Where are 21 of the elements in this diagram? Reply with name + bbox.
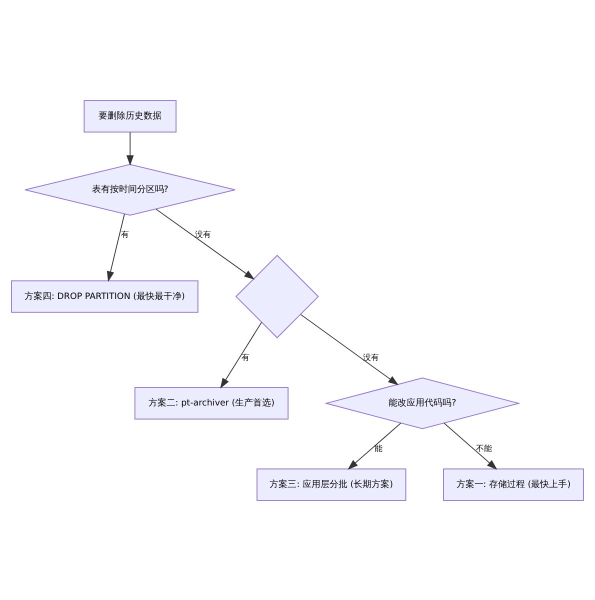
node-diamond (235, 254, 319, 338)
arrow (106, 213, 125, 282)
arrow (220, 321, 262, 388)
node-box: 方案三: 应用层分批 (长期方案) (256, 468, 406, 500)
edge-label: 没有 (363, 352, 380, 362)
node-box: 要删除历史数据 (84, 100, 176, 132)
edge-label: 有 (120, 230, 129, 239)
node-box: 方案二: pt-archiver (生产首选) (134, 386, 289, 420)
arrow (156, 208, 255, 280)
node-diamond: 表有按时间分区吗? (24, 163, 236, 216)
arrow (300, 314, 399, 385)
node-diamond: 能改应用代码吗? (324, 377, 520, 429)
edge-label: 不能 (476, 443, 492, 452)
node-box: 方案四: DROP PARTITION (最快最干净) (11, 280, 198, 312)
arrow (126, 131, 134, 166)
arrow (348, 422, 402, 470)
arrow (444, 422, 498, 470)
node-box: 方案一: 存储过程 (最快上手) (443, 468, 584, 500)
edge-label: 能 (374, 443, 383, 452)
edge-label: 没有 (195, 230, 212, 239)
edge-label: 有 (242, 352, 250, 362)
